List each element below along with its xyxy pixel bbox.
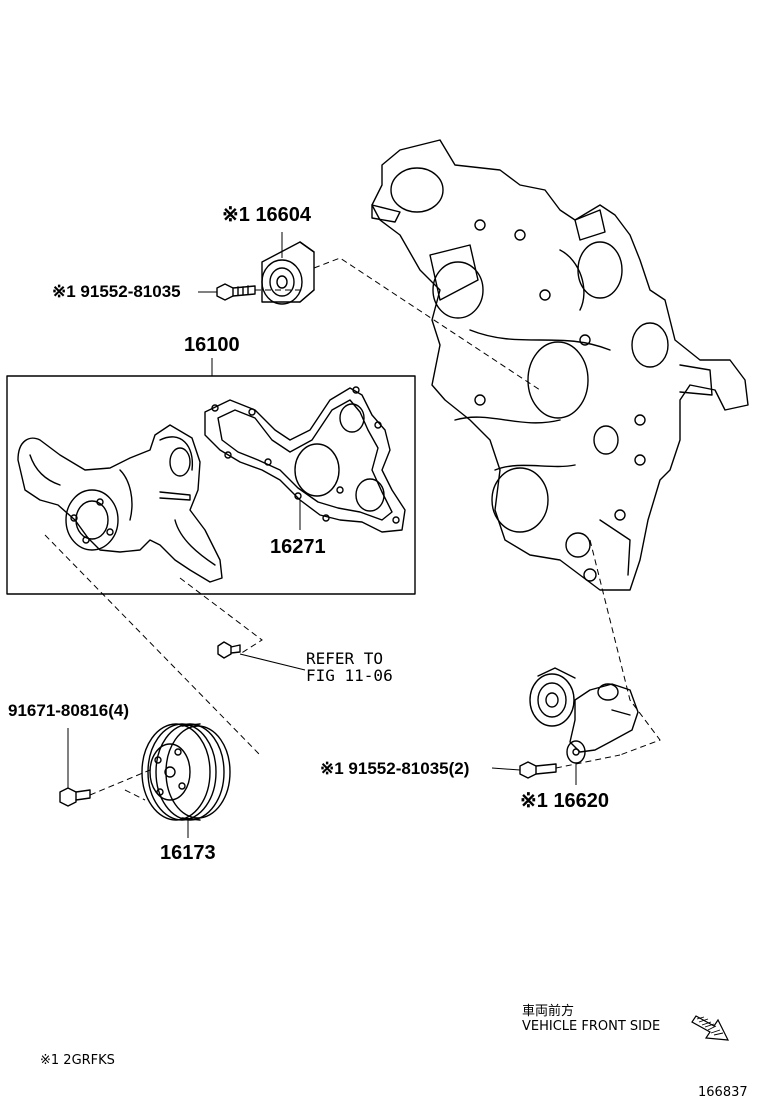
water-pump-pulley <box>141 723 231 821</box>
bolt-refer <box>217 641 241 659</box>
label-91552-bottom: ※1 91552-81035(2) <box>320 759 470 778</box>
leader-lines <box>67 232 577 838</box>
label-16271: 16271 <box>270 536 326 558</box>
water-pump <box>17 424 223 583</box>
bolt-bottom <box>519 761 557 779</box>
footnote: ※1 2GRFKS <box>40 1053 115 1068</box>
label-16604: ※1 16604 <box>222 204 312 226</box>
belt-tensioner <box>529 667 639 764</box>
label-91671: 91671-80816(4) <box>8 701 129 720</box>
label-16173: 16173 <box>160 842 216 864</box>
direction-label-jp: 車両前方 <box>522 1004 575 1019</box>
gasket <box>204 386 406 533</box>
figure-number: 166837 <box>698 1085 748 1100</box>
label-16620: ※1 16620 <box>520 790 610 812</box>
label-16100: 16100 <box>184 334 240 356</box>
timing-cover <box>371 139 749 591</box>
label-refer-to: REFER TO FIG 11-06 <box>306 649 393 685</box>
water-pump-group-box <box>6 375 416 595</box>
bolt-top <box>216 283 256 301</box>
dashed-guides <box>44 257 661 801</box>
bolt-pulley <box>59 787 91 807</box>
direction-label-en: VEHICLE FRONT SIDE <box>522 1019 661 1034</box>
label-91552-top: ※1 91552-81035 <box>52 282 181 301</box>
idler-pulley <box>261 241 315 305</box>
direction-arrow-icon <box>691 1015 730 1041</box>
